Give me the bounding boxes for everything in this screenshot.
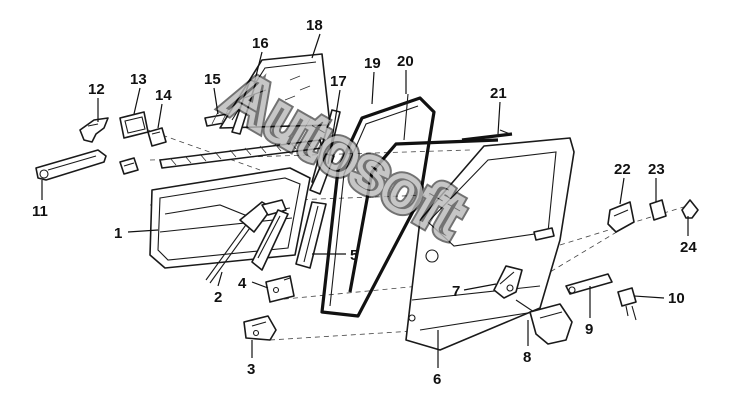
part-7-door-latch [493, 265, 523, 299]
callout-24: 24 [680, 239, 697, 256]
callout-15: 15 [204, 71, 221, 88]
callout-16: 16 [252, 35, 269, 52]
callout-11: 11 [32, 203, 48, 220]
part-20-glass-run-channel [348, 93, 499, 293]
part-8-lock-cylinder-handle [515, 299, 573, 345]
callout-22: 22 [614, 161, 631, 178]
part-3-hinge [243, 315, 277, 341]
callout-8: 8 [523, 349, 531, 366]
callout-12: 12 [88, 81, 105, 98]
part-24-push-pin [681, 199, 699, 219]
callout-3: 3 [247, 361, 255, 378]
callout-23: 23 [648, 161, 665, 178]
callout-17: 17 [330, 73, 347, 90]
callout-18: 18 [306, 17, 323, 34]
part-22-door-striker [607, 201, 635, 233]
part-5-vertical-channel [295, 201, 327, 269]
part-4-lock-bracket [265, 275, 295, 303]
part-10-lock-cylinder [617, 287, 637, 321]
part-11-interior-handle [35, 149, 107, 181]
part-12-handle-bracket [79, 117, 109, 143]
part-14-switch-cover [147, 127, 167, 147]
part-13-escutcheon [119, 111, 149, 139]
callout-13: 13 [130, 71, 147, 88]
part-21-outer-weatherstrip [461, 129, 513, 142]
callout-1: 1 [114, 225, 122, 242]
leader-lines [41, 33, 689, 368]
callout-10: 10 [668, 290, 685, 307]
callout-4: 4 [238, 275, 247, 292]
part-clip-small [119, 157, 139, 175]
part-9-exterior-handle [565, 273, 613, 295]
callout-2: 2 [214, 289, 222, 306]
callout-5: 5 [350, 247, 358, 264]
callout-14: 14 [155, 87, 172, 104]
callout-20: 20 [397, 53, 414, 70]
part-regulator-rail [251, 209, 289, 271]
callout-labels: 1 2 3 4 5 6 7 8 9 10 11 12 13 14 15 16 1… [32, 17, 697, 388]
callout-19: 19 [364, 55, 381, 72]
callout-6: 6 [433, 371, 441, 388]
callout-21: 21 [490, 85, 507, 102]
part-6-door-shell [405, 137, 575, 351]
part-16-regulator-channel [231, 79, 267, 135]
part-23-clip [649, 199, 667, 221]
callout-7: 7 [452, 283, 460, 300]
part-19-frame-weatherstrip [320, 96, 436, 318]
callout-9: 9 [585, 321, 593, 338]
